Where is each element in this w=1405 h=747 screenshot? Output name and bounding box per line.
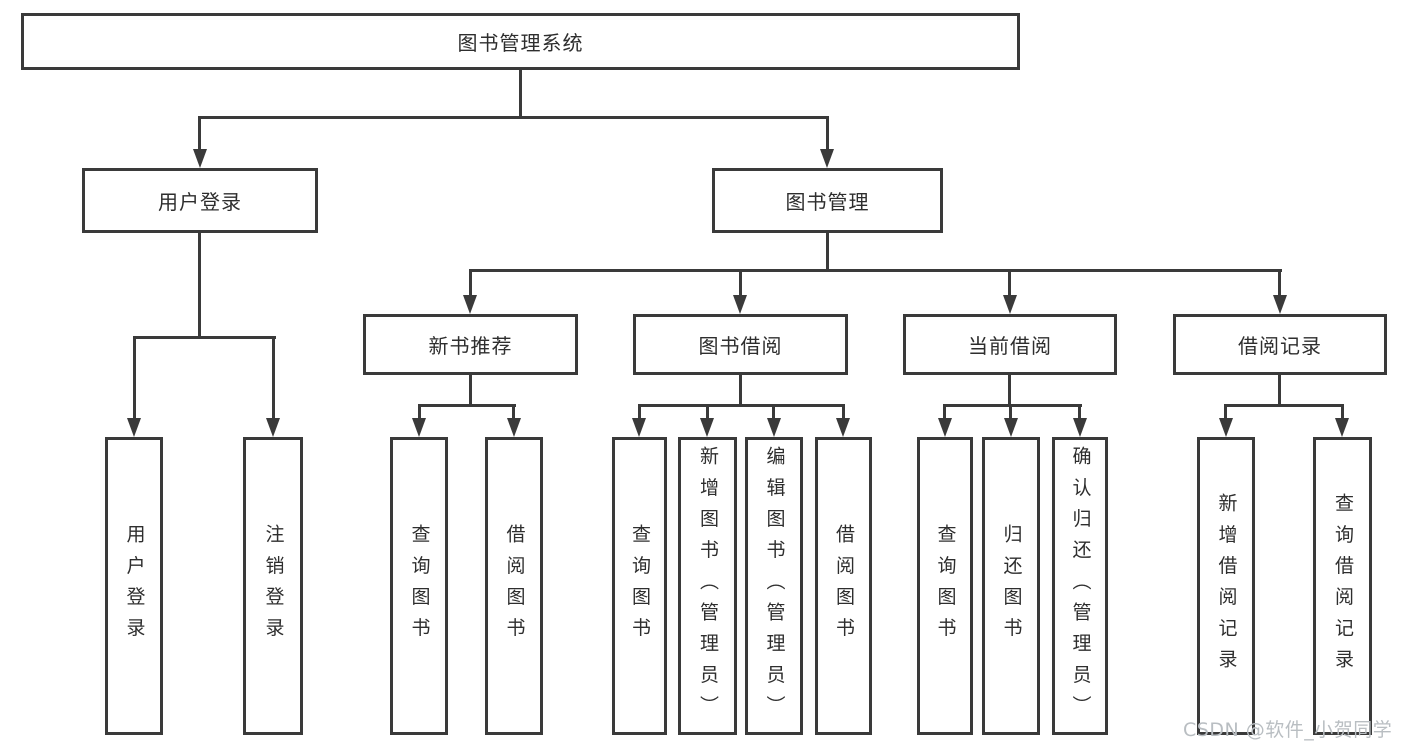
arrowhead-icon [1073, 418, 1087, 437]
node-label: 新书推荐 [428, 334, 513, 358]
leaf-borrow-books: 借阅图书 [815, 437, 872, 735]
connector-drop [1341, 404, 1344, 420]
arrowhead-icon [1004, 418, 1018, 437]
connector-drop-book-borrow [739, 269, 742, 297]
arrowhead-icon [463, 295, 477, 314]
arrowhead-icon [700, 418, 714, 437]
leaf-add-books-admin: 新增图书（管理员） [678, 437, 737, 735]
connector-borrow-records-branch [1224, 404, 1344, 407]
node-current-borrowing: 当前借阅 [903, 314, 1117, 375]
connector-drop [418, 404, 421, 420]
connector-drop [638, 404, 641, 420]
connector-book-mgmt-stem [826, 233, 829, 271]
leaf-logout: 注销登录 [243, 437, 303, 735]
node-label: 编辑图书（管理员） [763, 445, 786, 727]
node-label: 图书借阅 [698, 334, 783, 358]
connector-user-login-stem [198, 233, 201, 338]
node-label: 归还图书 [1000, 523, 1023, 649]
node-label: 查询图书 [629, 523, 651, 649]
connector-drop-current-borrow [1008, 269, 1011, 297]
node-label: 用户登录 [158, 190, 242, 214]
connector-level2-branch [198, 116, 829, 119]
leaf-confirm-return-admin: 确认归还（管理员） [1052, 437, 1108, 735]
connector-drop-login-leaf [133, 336, 136, 419]
connector-drop [943, 404, 946, 420]
node-borrowing-records: 借阅记录 [1173, 314, 1387, 375]
connector-new-books-stem [469, 375, 472, 406]
connector-drop-new-books [469, 269, 472, 297]
connector-drop-logout-leaf [272, 336, 275, 419]
leaf-edit-books-admin: 编辑图书（管理员） [745, 437, 803, 735]
connector-borrow-records-stem [1278, 375, 1281, 406]
connector-new-books-branch [418, 404, 516, 407]
arrowhead-icon [412, 418, 426, 437]
leaf-query-books-borrowing: 查询图书 [612, 437, 667, 735]
connector-drop [842, 404, 845, 420]
connector-drop [1009, 404, 1012, 420]
leaf-user-login: 用户登录 [105, 437, 163, 735]
node-label: 查询图书 [408, 523, 431, 649]
node-label: 图书管理 [785, 190, 870, 214]
arrowhead-icon [836, 418, 850, 437]
arrowhead-icon [1273, 295, 1287, 314]
leaf-query-books-recommend: 查询图书 [390, 437, 448, 735]
node-label: 查询图书 [934, 523, 957, 649]
connector-drop [1078, 404, 1081, 420]
arrowhead-icon [507, 418, 521, 437]
arrowhead-icon [632, 418, 646, 437]
arrowhead-icon [266, 418, 280, 437]
node-new-book-recommend: 新书推荐 [363, 314, 578, 375]
connector-drop-book-mgmt [826, 116, 829, 150]
node-library-management-system: 图书管理系统 [21, 13, 1020, 70]
arrowhead-icon [733, 295, 747, 314]
node-label: 用户登录 [123, 523, 146, 649]
arrowhead-icon [1335, 418, 1349, 437]
arrowhead-icon [938, 418, 952, 437]
connector-drop [772, 404, 775, 420]
node-book-management: 图书管理 [712, 168, 943, 233]
leaf-return-books: 归还图书 [982, 437, 1040, 735]
connector-book-borrow-branch [638, 404, 845, 407]
node-label: 图书管理系统 [457, 31, 584, 55]
node-label: 确认归还（管理员） [1069, 445, 1092, 727]
node-label: 注销登录 [262, 523, 285, 649]
connector-drop-borrow-records [1278, 269, 1281, 297]
connector-current-borrow-branch [943, 404, 1082, 407]
connector-book-borrow-stem [739, 375, 742, 406]
node-label: 新增借阅记录 [1215, 492, 1238, 680]
connector-drop [512, 404, 515, 420]
node-label: 借阅图书 [833, 523, 855, 649]
connector-level3-branch [469, 269, 1282, 272]
leaf-query-books-current: 查询图书 [917, 437, 973, 735]
node-label: 借阅图书 [503, 523, 526, 649]
node-label: 当前借阅 [968, 334, 1052, 358]
leaf-add-borrow-record: 新增借阅记录 [1197, 437, 1255, 735]
node-book-borrowing: 图书借阅 [633, 314, 848, 375]
leaf-query-borrow-record: 查询借阅记录 [1313, 437, 1372, 735]
leaf-borrow-books-recommend: 借阅图书 [485, 437, 543, 735]
connector-current-borrow-stem [1008, 375, 1011, 406]
node-user-login: 用户登录 [82, 168, 318, 233]
connector-drop [1224, 404, 1227, 420]
csdn-watermark: CSDN @软件_小贺同学 [1183, 719, 1393, 741]
arrowhead-icon [1219, 418, 1233, 437]
arrowhead-icon [127, 418, 141, 437]
connector-user-login-branch [133, 336, 276, 339]
connector-drop-user-login [198, 116, 201, 150]
node-label: 新增图书（管理员） [697, 445, 719, 727]
node-label: 借阅记录 [1238, 334, 1322, 358]
connector-root-stem [519, 70, 522, 119]
connector-drop [706, 404, 709, 420]
arrowhead-icon [767, 418, 781, 437]
arrowhead-icon [193, 149, 207, 168]
arrowhead-icon [820, 149, 834, 168]
node-label: 查询借阅记录 [1332, 492, 1354, 680]
arrowhead-icon [1003, 295, 1017, 314]
